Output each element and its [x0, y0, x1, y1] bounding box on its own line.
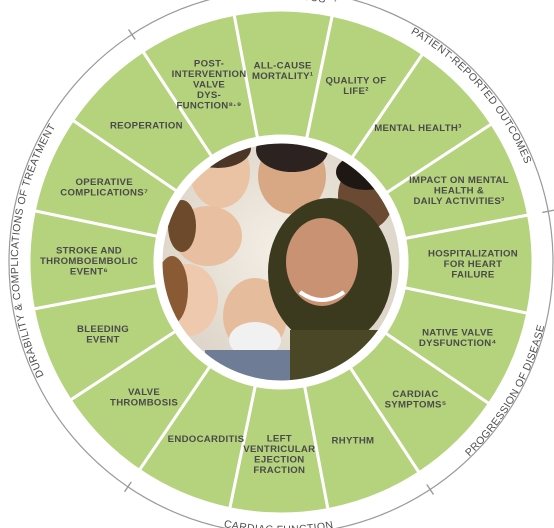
segment-label-14: REOPERATION — [110, 121, 183, 132]
segment-label-line: EVENT⁶ — [70, 266, 108, 277]
category-tick-1 — [542, 209, 554, 214]
category-tick-3 — [123, 481, 132, 493]
segment-label-line: LIFE² — [343, 86, 368, 97]
category-tick-0 — [334, 0, 337, 2]
segment-label-line: LEFT — [267, 434, 292, 445]
segment-label-line: DAILY ACTIVITIES³ — [413, 196, 504, 207]
segment-label-line: HEALTH & — [434, 186, 484, 197]
segment-label-line: STROKE AND — [56, 245, 122, 256]
segment-label-line: BLEEDING — [77, 324, 129, 335]
segment-label-line: THROMBOSIS — [110, 397, 178, 408]
segment-label-9: ENDOCARDITIS — [168, 434, 245, 445]
segment-label-line: VENTRICULAR — [243, 444, 315, 455]
segment-label-line: THROMBOEMBOLIC — [40, 256, 138, 267]
center-photo — [155, 136, 407, 388]
segment-label-line: MORTALITY¹ — [252, 71, 313, 82]
segment-label-line: VALVE — [128, 387, 160, 398]
segment-label-line: ALL-CAUSE — [254, 60, 312, 71]
segment-label-line: SYMPTOMS⁵ — [385, 400, 447, 411]
segment-label-line: DYSFUNCTION⁴ — [419, 338, 497, 349]
segment-label-line: FUNCTION⁸·⁹ — [176, 100, 241, 111]
segment-label-line: QUALITY OF — [326, 76, 387, 87]
segment-label-line: EJECTION — [254, 455, 304, 466]
segment-label-line: ENDOCARDITIS — [168, 434, 245, 445]
segment-label-line: HOSPITALIZATION — [428, 249, 518, 260]
segment-label-line: OPERATIVE — [76, 177, 134, 188]
segment-label-line: FRACTION — [253, 465, 305, 476]
segment-label-line: COMPLICATIONS⁷ — [60, 188, 148, 199]
segment-label-line: IMPACT ON MENTAL — [409, 175, 509, 186]
segment-label-line: REOPERATION — [110, 121, 183, 132]
segment-label-line: POST- — [194, 58, 224, 69]
segment-label-line: RHYTHM — [332, 436, 375, 447]
category-tick-4 — [127, 29, 136, 40]
segment-label-line: VALVE — [193, 79, 225, 90]
outer-ring — [8, 0, 554, 528]
category-ticks — [123, 0, 554, 495]
segment-label-line: FOR HEART — [444, 259, 503, 270]
segment-label-line: INTERVENTION — [172, 69, 247, 80]
category-tick-2 — [426, 484, 435, 495]
segment-label-line: MENTAL HEALTH³ — [374, 123, 461, 134]
segment-label-line: NATIVE VALVE — [422, 327, 494, 338]
segment-label-line: DYS- — [197, 90, 221, 101]
segment-label-line: EVENT — [86, 335, 120, 346]
category-label-0: …E STATUS — [261, 0, 327, 6]
segment-label-2: MENTAL HEALTH³ — [374, 123, 461, 134]
segment-label-line: CARDIAC — [392, 389, 438, 400]
category-label-3: CARDIAC FUNCTION — [223, 518, 334, 528]
segment-label-7: RHYTHM — [332, 436, 375, 447]
segment-label-line: FAILURE — [451, 270, 494, 281]
